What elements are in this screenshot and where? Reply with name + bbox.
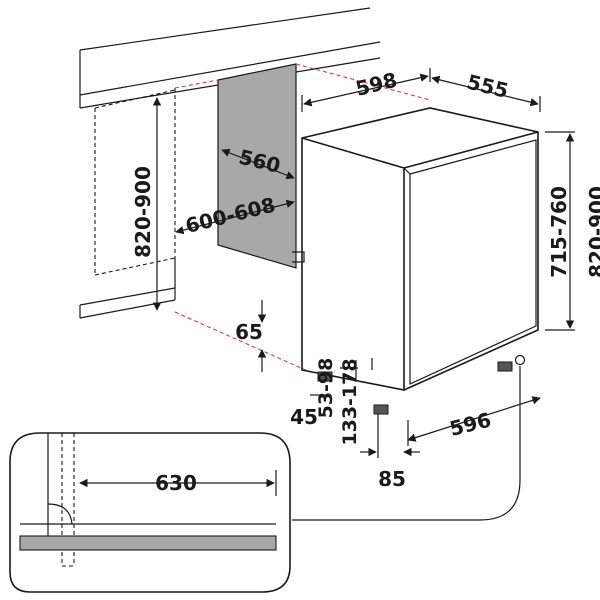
label-820-900-left: 820-900 [131,166,155,258]
dishwasher-body [292,107,539,391]
dim-820-900-right: 820-900 [585,186,600,278]
label-45: 45 [290,405,318,429]
label-596: 596 [447,408,493,441]
left-cabinet-outline [94,88,176,276]
label-85: 85 [378,467,406,491]
dim-598: 598 [301,68,431,112]
label-133-178: 133-178 [339,358,361,445]
label-715-760: 715-760 [547,186,571,278]
dim-85: 85 [360,414,420,491]
label-53-98: 53-98 [315,358,337,419]
label-630: 630 [155,471,197,495]
dim-820-900-left: 820-900 [131,97,162,311]
label-555: 555 [465,70,511,103]
dim-555: 555 [431,70,541,112]
detail-callout-leader [292,366,521,521]
label-820-900-right: 820-900 [585,186,600,278]
floor-plinth [79,258,176,319]
dim-65: 65 [235,300,267,372]
dishwasher-feet [317,354,526,415]
detail-inset: 630 [9,432,291,593]
dim-715-760: 715-760 [545,131,575,331]
label-598: 598 [353,68,399,101]
dim-53-98: 53-98 [315,358,358,419]
dim-45: 45 [290,394,326,429]
dim-133-178: 133-178 [339,358,373,446]
label-65: 65 [235,320,263,344]
